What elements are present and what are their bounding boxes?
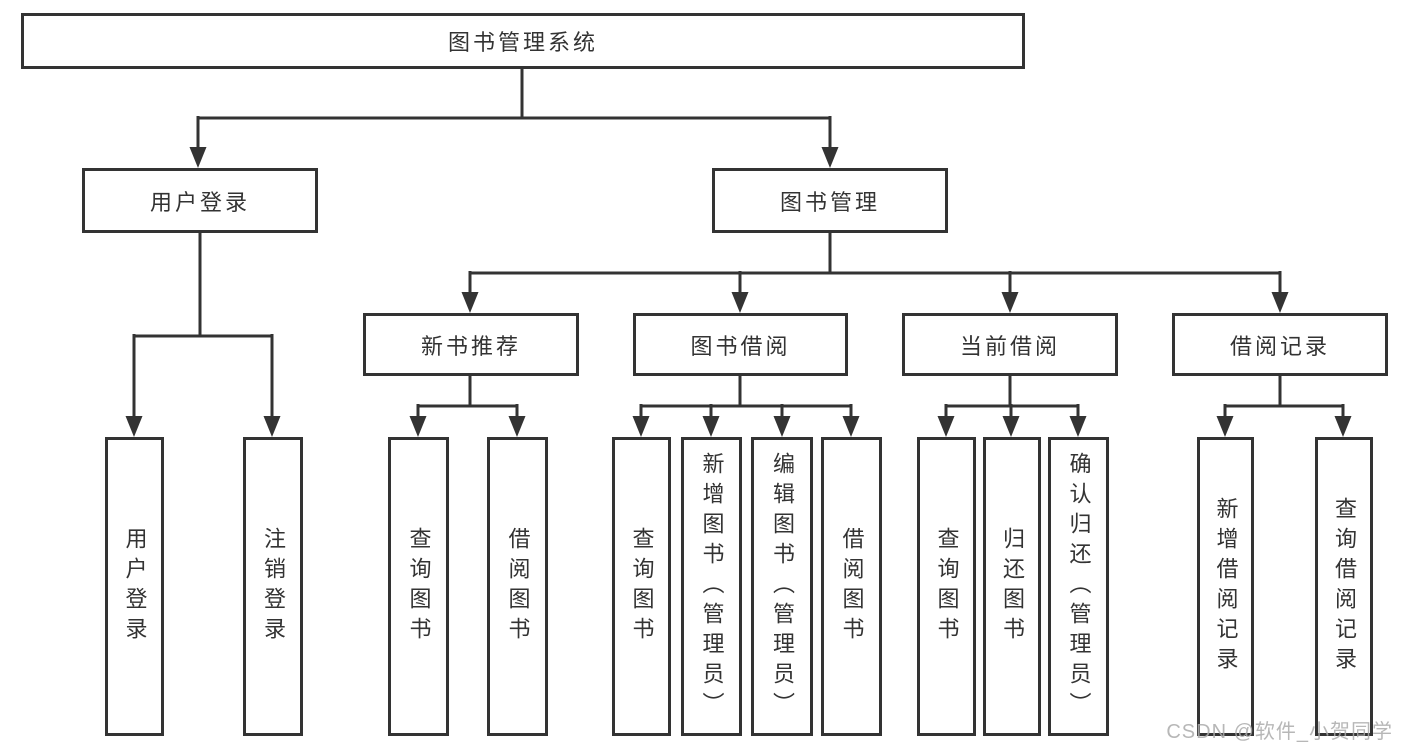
- leaf-cb-confirm-return-admin-label: 确认归还（管理员）: [1066, 451, 1092, 722]
- leaf-bb-add-books-admin: 新增图书（管理员）: [681, 437, 742, 736]
- leaf-bb-borrow-books-label: 借阅图书: [839, 526, 865, 647]
- leaf-br-query-borrow-record-label: 查询借阅记录: [1332, 496, 1357, 677]
- leaf-bb-add-books-admin-label: 新增图书（管理员）: [699, 451, 725, 722]
- node-book-management: 图书管理: [712, 168, 948, 233]
- arrowheads: [125, 147, 1352, 437]
- leaf-nbr-borrow-books-label: 借阅图书: [505, 526, 531, 647]
- leaf-nbr-query-books-label: 查询图书: [406, 526, 432, 647]
- leaf-nbr-borrow-books: 借阅图书: [487, 437, 548, 736]
- leaf-cb-return-books: 归还图书: [983, 437, 1041, 736]
- leaf-br-add-borrow-record-label: 新增借阅记录: [1213, 496, 1239, 677]
- node-new-book-recommend: 新书推荐: [363, 313, 579, 376]
- leaf-bb-query-books-label: 查询图书: [629, 526, 655, 647]
- leaf-logout: 注销登录: [243, 437, 303, 736]
- node-root-system-label: 图书管理系统: [447, 30, 598, 55]
- leaf-cb-return-books-label: 归还图书: [1000, 526, 1025, 647]
- leaf-user-login: 用户登录: [105, 437, 164, 736]
- node-current-borrowing: 当前借阅: [902, 313, 1118, 376]
- node-borrowing-records-label: 借阅记录: [1229, 333, 1330, 359]
- node-root-system: 图书管理系统: [21, 13, 1025, 69]
- node-book-management-label: 图书管理: [779, 189, 880, 215]
- leaf-bb-edit-books-admin-label: 编辑图书（管理员）: [770, 451, 795, 722]
- node-user-login-label: 用户登录: [149, 189, 250, 215]
- leaf-bb-edit-books-admin: 编辑图书（管理员）: [751, 437, 813, 736]
- connector-paths: [132, 68, 1345, 420]
- csdn-watermark: CSDN @软件_小贺同学: [1166, 721, 1393, 743]
- leaf-user-login-label: 用户登录: [122, 526, 148, 647]
- node-new-book-recommend-label: 新书推荐: [420, 333, 521, 359]
- leaf-bb-borrow-books: 借阅图书: [821, 437, 882, 736]
- leaf-nbr-query-books: 查询图书: [388, 437, 449, 736]
- leaf-cb-confirm-return-admin: 确认归还（管理员）: [1048, 437, 1109, 736]
- leaf-br-query-borrow-record: 查询借阅记录: [1315, 437, 1373, 736]
- leaf-logout-label: 注销登录: [261, 526, 286, 647]
- leaf-cb-query-books: 查询图书: [917, 437, 976, 736]
- leaf-br-add-borrow-record: 新增借阅记录: [1197, 437, 1254, 736]
- node-borrowing-records: 借阅记录: [1172, 313, 1388, 376]
- node-book-borrowing-label: 图书借阅: [690, 333, 791, 359]
- node-user-login: 用户登录: [82, 168, 318, 233]
- leaf-cb-query-books-label: 查询图书: [934, 526, 960, 647]
- node-book-borrowing: 图书借阅: [633, 313, 848, 376]
- leaf-bb-query-books: 查询图书: [612, 437, 671, 736]
- node-current-borrowing-label: 当前借阅: [959, 333, 1060, 359]
